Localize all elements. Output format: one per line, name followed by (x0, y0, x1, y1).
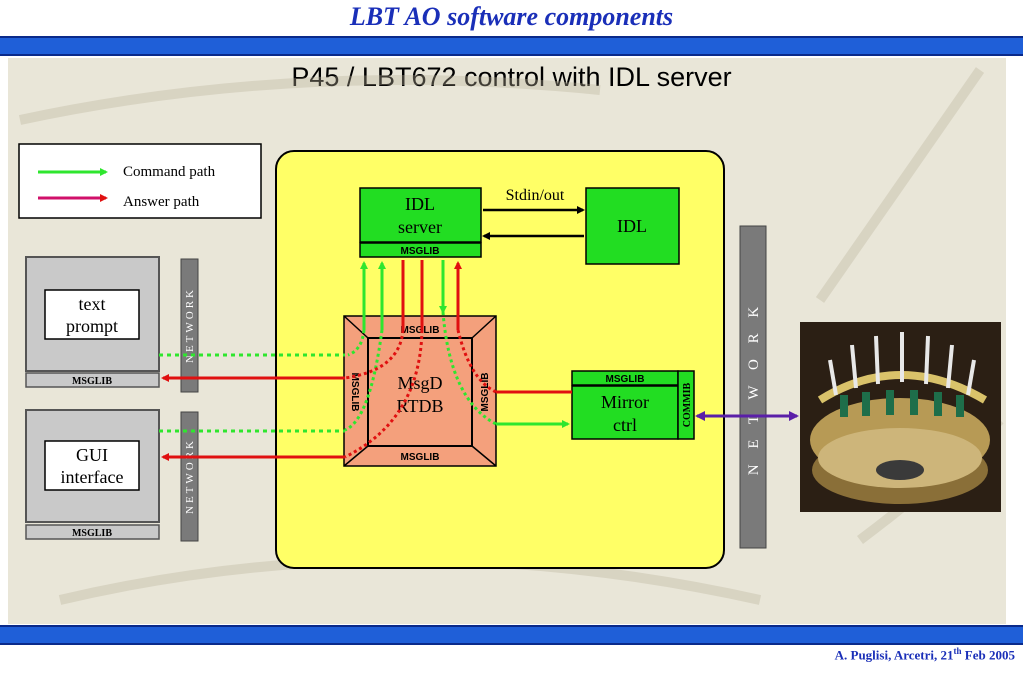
msgd-msglib-right: MSGLIB (480, 373, 491, 412)
idl-server-msglib-label: MSGLIB (401, 246, 440, 257)
msgd-label-2: RTDB (397, 396, 444, 416)
text-prompt-label-1: text (79, 294, 106, 314)
footer-band (0, 625, 1023, 645)
network-bar-large (739, 225, 767, 549)
gui-label-2: interface (61, 467, 124, 487)
idl-server-label-1: IDL (405, 194, 435, 214)
msgd-msglib-bottom: MSGLIB (401, 452, 440, 463)
dotted-ans-curve-1 (344, 329, 405, 380)
msgd-msglib-left: MSGLIB (349, 373, 360, 412)
legend-command-label: Command path (123, 164, 216, 180)
idl-server-box (359, 187, 482, 243)
mirror-ctrl-box (571, 385, 679, 440)
mirror-ctrl-label-2: ctrl (613, 415, 637, 435)
gui-box (44, 440, 140, 491)
diagram-title: P45 / LBT672 control with IDL server (291, 62, 732, 92)
idl-label: IDL (617, 216, 647, 236)
dotted-ans-curve-right (456, 329, 497, 394)
deformable-mirror-photo (800, 322, 1001, 512)
mirror-msglib-label: MSGLIB (606, 374, 645, 385)
gui-label-1: GUI (76, 445, 108, 465)
text-prompt-box (44, 289, 140, 340)
commib-label: COMMIB (682, 382, 693, 427)
commib-box (677, 370, 695, 440)
dotted-cmd-curve-left2 (344, 329, 384, 432)
network-bar-bottom-label: NETWORK (184, 438, 196, 514)
header-band (0, 36, 1023, 56)
gui-msglib-label: MSGLIB (72, 528, 112, 539)
legend-answer-label: Answer path (123, 194, 200, 210)
slide-title: LBT AO software components (349, 2, 674, 31)
dotted-cmd-curve-right (441, 311, 497, 426)
text-prompt-msglib-label: MSGLIB (72, 376, 112, 387)
network-bar-top (180, 258, 199, 393)
msgd-msglib-top: MSGLIB (401, 325, 440, 336)
idl-box (585, 187, 680, 265)
network-bar-bottom (180, 411, 199, 542)
text-prompt-label-2: prompt (66, 316, 118, 336)
mirror-ctrl-label-1: Mirror (601, 392, 649, 412)
footer-credit: A. Puglisi, Arcetri, 21th Feb 2005 (834, 646, 1015, 663)
network-bar-top-label: NETWORK (184, 287, 196, 363)
msgd-label-1: MsgD (397, 373, 442, 393)
legend-box (18, 143, 262, 219)
text-prompt-msglib (25, 372, 160, 388)
dotted-ans-curve-2 (344, 329, 424, 459)
stdin-out-label: Stdin/out (506, 187, 565, 204)
idl-server-msglib (359, 242, 482, 258)
gui-msglib (25, 524, 160, 540)
network-bar-large-label: N E T W O R K (746, 301, 762, 475)
idl-server-label-2: server (398, 217, 442, 237)
